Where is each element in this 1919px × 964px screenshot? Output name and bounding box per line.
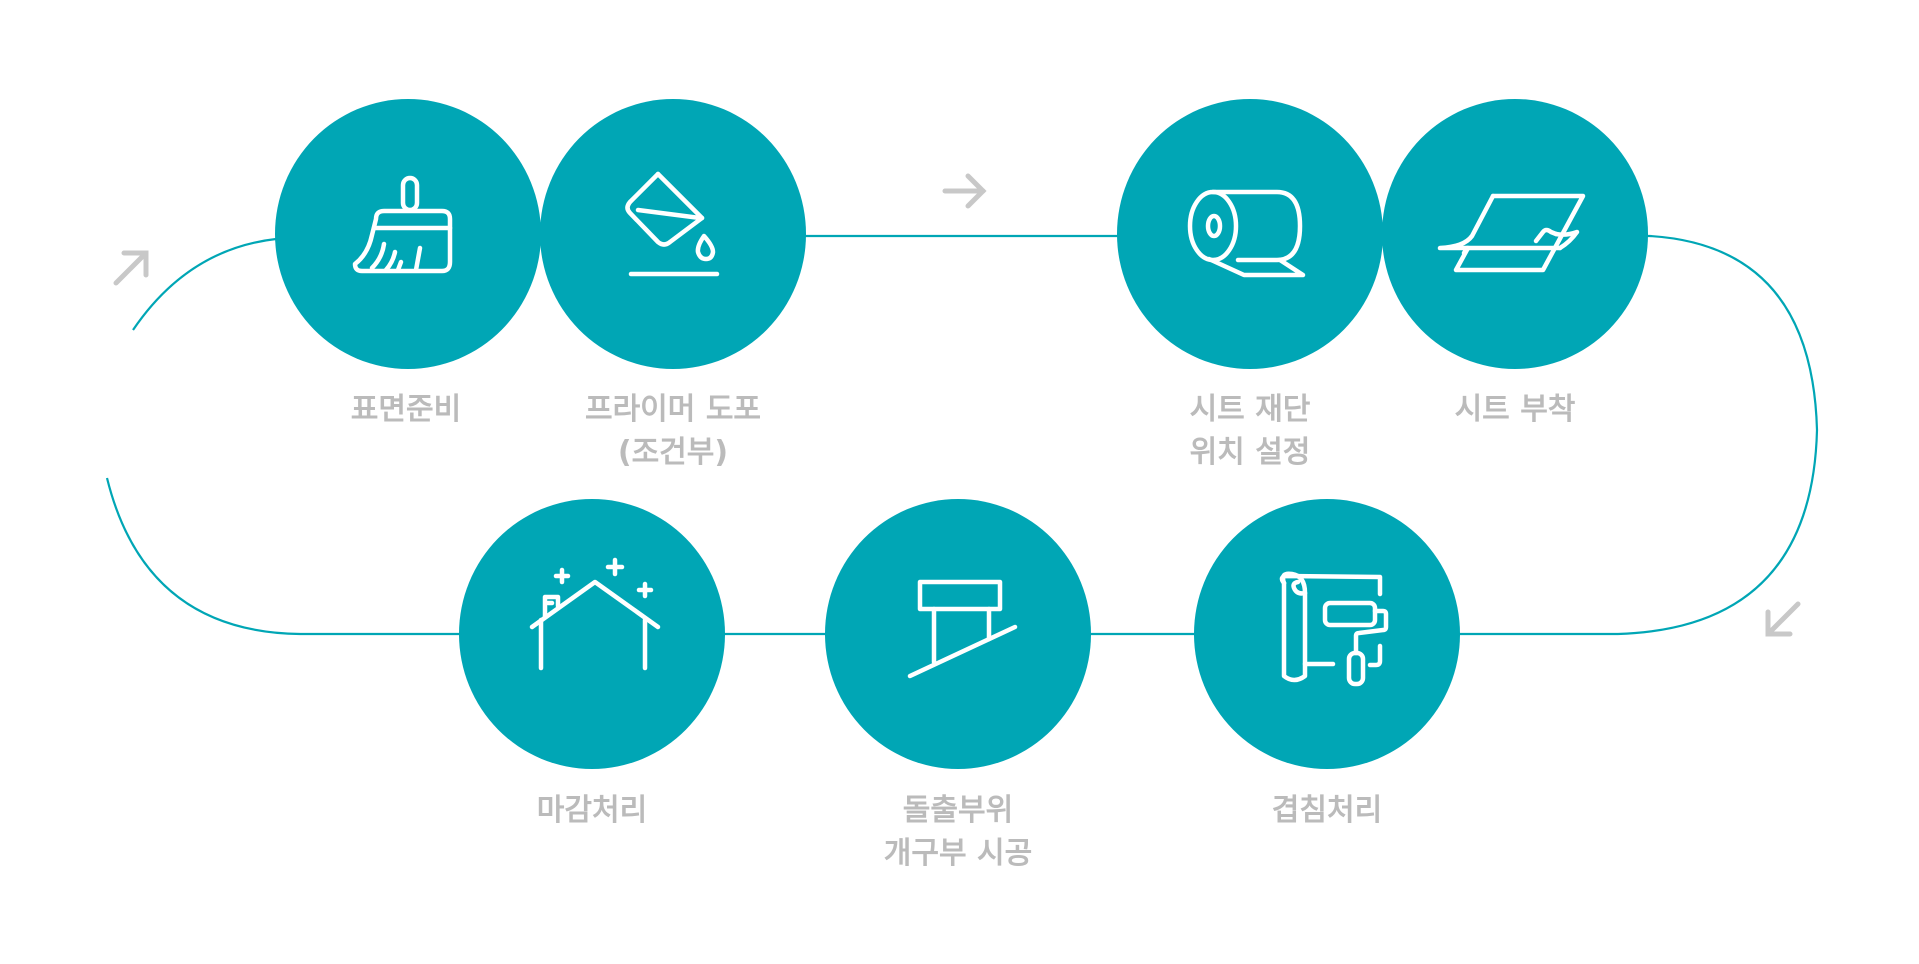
step-circle-6: [825, 499, 1091, 769]
step-label-3: 시트 재단: [1190, 392, 1311, 427]
arrow-down-left-icon: [1765, 601, 1801, 637]
right-connector-curve: [1617, 234, 1819, 636]
step-label-2-sub: (조건부): [618, 435, 728, 470]
step-label-6-sub: 개구부 시공: [884, 836, 1032, 871]
step-label-7: 마감처리: [537, 793, 647, 828]
sheet-roll-icon: [1187, 189, 1306, 278]
house-sparkle-icon: [529, 557, 661, 671]
broom-icon: [352, 175, 453, 274]
step-circle-2: [540, 99, 806, 369]
left-lower-curve: [105, 477, 301, 636]
step-label-4: 시트 부착: [1455, 392, 1576, 427]
step-circle-7: [459, 499, 725, 769]
paint-bucket-icon: [625, 171, 720, 277]
wallpaper-roller-icon: [1279, 571, 1389, 687]
step-circle-4: [1382, 99, 1648, 369]
step-circle-3: [1117, 99, 1383, 369]
step-label-6: 돌출부위: [903, 793, 1013, 828]
step-circles: [275, 99, 1648, 769]
step-label-1: 표면준비: [351, 392, 461, 427]
step-circle-1: [275, 99, 541, 369]
protrusion-icon: [907, 579, 1018, 679]
step-label-2: 프라이머 도포: [585, 392, 761, 427]
step-label-5: 겹침처리: [1272, 793, 1382, 828]
step-label-3-sub: 위치 설정: [1190, 435, 1311, 470]
sheet-attach-icon: [1437, 193, 1586, 273]
left-upper-curve: [132, 237, 277, 331]
arrow-right-icon: [942, 173, 987, 209]
direction-arrows: [113, 173, 1801, 637]
arrow-up-right-icon: [113, 250, 149, 286]
step-circle-5: [1194, 499, 1460, 769]
step-labels: 표면준비 프라이머 도포 (조건부) 시트 재단 위치 설정 시트 부착 겹침처…: [351, 392, 1576, 871]
